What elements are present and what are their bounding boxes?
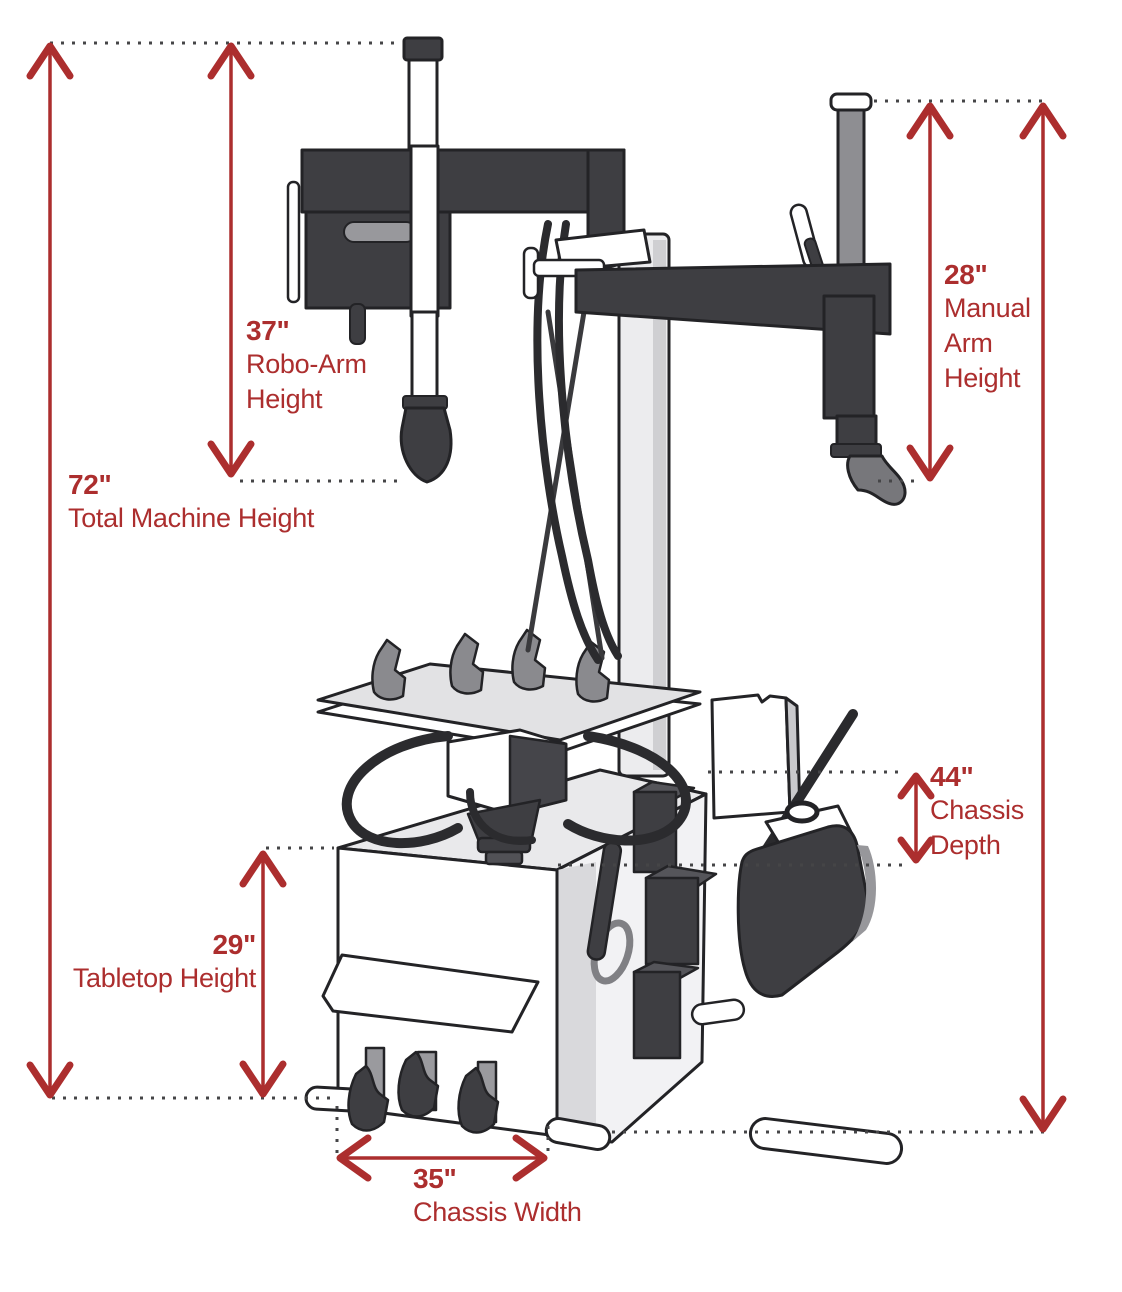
- dimension-text: Chassis Width: [413, 1197, 582, 1227]
- swing-arm-beam: [574, 262, 892, 336]
- dimension-label-total-height: 72" Total Machine Height: [68, 468, 314, 536]
- arrow-chassis-depth: [897, 772, 935, 864]
- robo-arm-duckbill-tool: [399, 406, 453, 484]
- bead-breaker-blade: [736, 824, 870, 998]
- manual-arm-tube: [836, 102, 866, 278]
- dimension-value: 28": [944, 259, 988, 290]
- mount-demount-head: [846, 454, 907, 506]
- clamp-jaw-1: [371, 638, 407, 701]
- pivot-bolt: [784, 800, 820, 824]
- robo-arm-beam: [300, 148, 626, 214]
- air-hoses: [341, 220, 691, 848]
- robo-arm-cap: [402, 36, 444, 62]
- machine-feet: [304, 998, 904, 1165]
- dimension-value: 37": [246, 315, 290, 346]
- dimension-label-chassis-depth: 44" Chassis Depth: [930, 760, 1024, 863]
- tire-changer-machine: [286, 36, 907, 1165]
- dimension-value: 35": [413, 1163, 457, 1194]
- dimension-label-chassis-width: 35" Chassis Width: [413, 1162, 582, 1230]
- dimension-text: Height: [944, 363, 1021, 393]
- arrow-robo-arm-height: [207, 42, 255, 478]
- clamp-jaw-2: [449, 632, 485, 695]
- arrow-right-total-height: [1019, 102, 1067, 1133]
- robo-arm-tube: [409, 144, 440, 318]
- dimension-text: Arm: [944, 328, 993, 358]
- dimension-label-manual-arm-height: 28" Manual Arm Height: [944, 258, 1031, 396]
- extension-lines: [50, 41, 1046, 1158]
- manual-arm: [522, 92, 907, 506]
- arrow-total-height: [26, 42, 74, 1099]
- foot-pedals: [347, 1046, 500, 1134]
- tower-column: [617, 232, 671, 778]
- bead-breaker: [736, 709, 876, 998]
- manual-arm-tube-cap: [829, 92, 873, 112]
- chassis: [321, 768, 708, 1144]
- dimension-label-tabletop-height: 29" Tabletop Height: [30, 928, 256, 996]
- document-panel: [710, 693, 802, 820]
- dimension-text: Total Machine Height: [68, 503, 315, 533]
- dimension-text: Manual: [944, 293, 1031, 323]
- robo-arm-lever: [286, 180, 301, 304]
- dimension-text: Depth: [930, 830, 1001, 860]
- dimension-label-robo-arm-height: 37" Robo-Arm Height: [246, 314, 367, 417]
- dimension-arrows: [26, 42, 1067, 1182]
- clamp-table: [316, 628, 702, 866]
- dimension-value: 44": [930, 761, 974, 792]
- dimension-text: Robo-Arm: [246, 349, 367, 379]
- arrow-manual-arm-height: [906, 102, 954, 482]
- front-vent-decal: [321, 953, 540, 1034]
- arrow-tabletop-height: [239, 850, 287, 1098]
- robo-arm: [286, 36, 642, 484]
- dimension-value: 72": [68, 469, 112, 500]
- dimension-text: Tabletop Height: [72, 963, 256, 993]
- dimension-text: Chassis: [930, 795, 1024, 825]
- dimension-text: Height: [246, 384, 323, 414]
- dimension-value: 29": [212, 929, 256, 960]
- arrow-chassis-width: [336, 1134, 548, 1182]
